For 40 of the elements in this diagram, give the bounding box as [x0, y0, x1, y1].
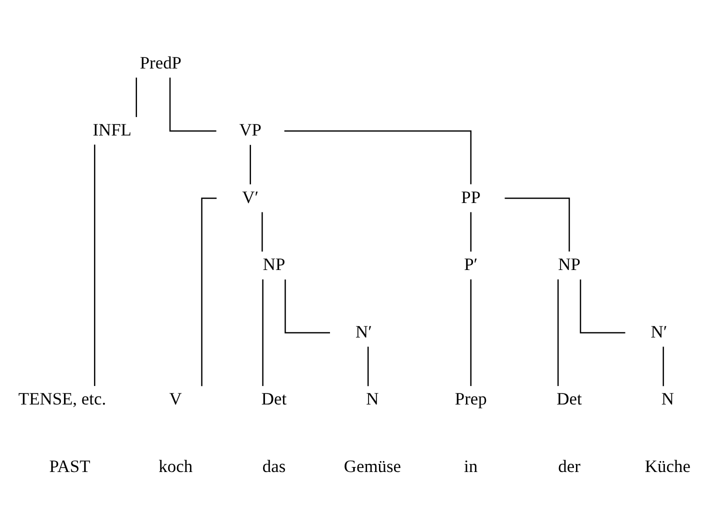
connector — [250, 144, 251, 184]
node-text: PP — [461, 186, 481, 206]
node-text: N′ — [356, 320, 372, 341]
node-text: Det — [261, 388, 287, 408]
connector — [262, 212, 263, 252]
node-text: PredP — [140, 52, 182, 72]
connector — [136, 77, 137, 117]
node-text: Det — [556, 388, 582, 408]
node-text: INFL — [92, 119, 132, 140]
node-text: N — [661, 388, 674, 408]
node-text: P′ — [464, 254, 478, 274]
node-text: Prep — [454, 388, 487, 408]
connector — [201, 197, 217, 386]
connector — [262, 278, 264, 386]
label: in — [464, 455, 478, 476]
connector — [580, 278, 626, 333]
node-text: NP — [262, 254, 286, 274]
connector — [557, 278, 559, 386]
connector — [284, 130, 472, 184]
label: das — [262, 455, 286, 476]
node-text: N — [366, 388, 379, 408]
node-text: NP — [558, 254, 580, 274]
node-text: VP — [239, 119, 262, 140]
label: PAST — [49, 455, 90, 476]
node-text: V — [169, 388, 182, 408]
connector — [284, 278, 330, 333]
node-text: N′ — [650, 320, 668, 341]
connector — [169, 77, 216, 132]
label: der — [558, 455, 580, 476]
node-text: TENSE, etc. — [18, 388, 106, 408]
label: Küche — [644, 455, 690, 476]
node-text: V′ — [242, 186, 259, 206]
connector — [470, 212, 472, 252]
connector — [470, 278, 472, 386]
connector — [662, 346, 664, 386]
label: Gemüse — [344, 455, 402, 476]
connector — [504, 197, 570, 252]
label: koch — [158, 455, 193, 476]
connector — [94, 144, 96, 386]
connector — [367, 346, 369, 386]
